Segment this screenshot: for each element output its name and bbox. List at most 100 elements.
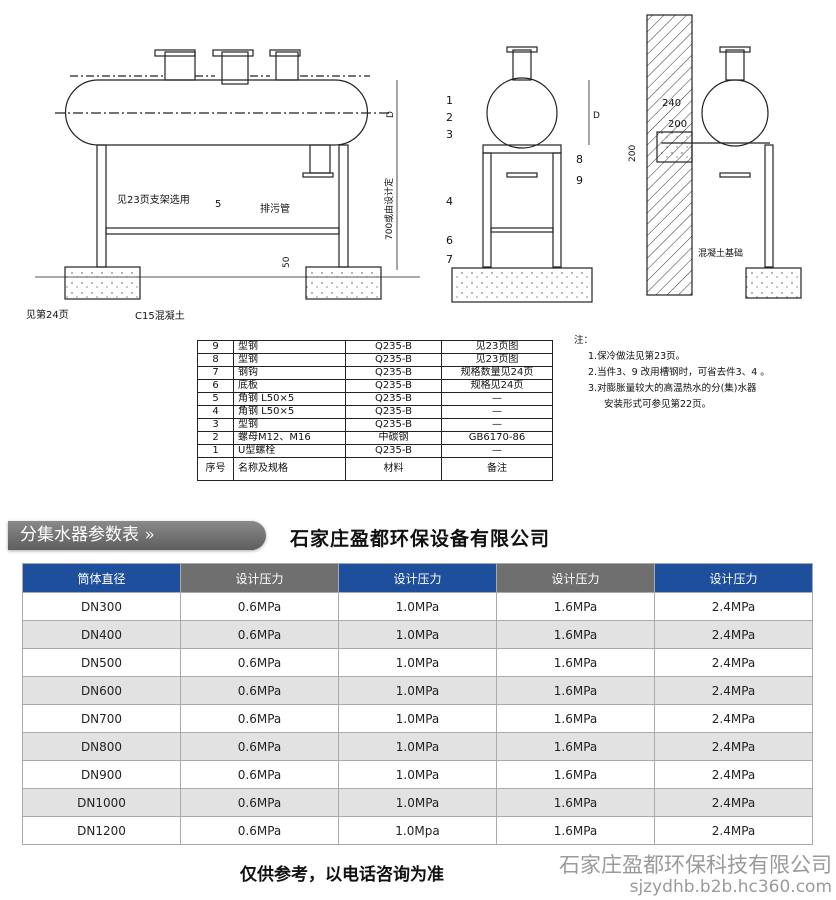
side-view: D 1 2 3 4 6 7 8 9 bbox=[446, 46, 600, 303]
label-d: D bbox=[386, 111, 396, 118]
parts-cell-material: Q235-B bbox=[345, 392, 442, 406]
label-see24: 见第24页 bbox=[26, 308, 69, 321]
spec-cell: 0.6MPa bbox=[180, 592, 339, 621]
parts-cell-no: 序号 bbox=[197, 457, 234, 481]
spec-cell: 0.6MPa bbox=[180, 704, 339, 733]
parts-cell-material: Q235-B bbox=[345, 353, 442, 367]
label-concrete: C15混凝土 bbox=[135, 309, 185, 322]
spec-cell: 1.0Mpa bbox=[338, 816, 497, 845]
side-label-d: D bbox=[593, 111, 600, 121]
spec-cell: 0.6MPa bbox=[180, 620, 339, 649]
spec-cell: DN1000 bbox=[22, 788, 181, 817]
parts-cell-name: 型钢 bbox=[233, 340, 346, 354]
label-support: 见23页支架选用 bbox=[117, 193, 190, 206]
spec-cell: DN500 bbox=[22, 648, 181, 677]
spec-cell: 2.4MPa bbox=[654, 648, 813, 677]
parts-cell-note: 备注 bbox=[441, 457, 553, 481]
spec-cell: 1.0MPa bbox=[338, 704, 497, 733]
callout-1: 1 bbox=[446, 94, 453, 107]
spec-header-cell: 设计压力 bbox=[496, 563, 655, 593]
watermark-url: sjzydhb.b2b.hc360.com bbox=[629, 877, 832, 897]
parts-row: 序号名称及规格材料备注 bbox=[197, 457, 553, 481]
spec-cell: 2.4MPa bbox=[654, 732, 813, 761]
notes-title: 注： bbox=[574, 335, 594, 346]
parts-cell-material: 材料 bbox=[345, 457, 442, 481]
company-name: 石家庄盈都环保设备有限公司 bbox=[290, 528, 551, 550]
spec-cell: DN900 bbox=[22, 760, 181, 789]
spec-cell: 2.4MPa bbox=[654, 704, 813, 733]
parts-cell-note: GB6170-86 bbox=[441, 431, 553, 445]
callout-6: 6 bbox=[446, 234, 453, 247]
parts-cell-no: 4 bbox=[197, 405, 234, 419]
spec-cell: 1.6MPa bbox=[496, 620, 655, 649]
parts-cell-name: 螺母M12、M16 bbox=[233, 431, 346, 445]
spec-cell: 1.6MPa bbox=[496, 760, 655, 789]
label-height: 700或由设计定 bbox=[383, 178, 395, 240]
spec-cell: 1.0MPa bbox=[338, 760, 497, 789]
parts-cell-name: U型螺栓 bbox=[233, 444, 346, 458]
spec-cell: 1.0MPa bbox=[338, 592, 497, 621]
spec-cell: 0.6MPa bbox=[180, 788, 339, 817]
parts-cell-no: 1 bbox=[197, 444, 234, 458]
spec-cell: 1.6MPa bbox=[496, 816, 655, 845]
front-view: 见23页支架选用 5 排污管 700或由设计定 50 D 见第24页 C15混凝… bbox=[26, 49, 420, 322]
spec-cell: 2.4MPa bbox=[654, 676, 813, 705]
spec-header-cell: 设计压力 bbox=[338, 563, 497, 593]
watermark-company: 石家庄盈都环保科技有限公司 bbox=[559, 853, 832, 877]
spec-cell: 1.0MPa bbox=[338, 620, 497, 649]
spec-cell: 1.0MPa bbox=[338, 676, 497, 705]
spec-cell: 2.4MPa bbox=[654, 620, 813, 649]
spec-cell: 1.0MPa bbox=[338, 788, 497, 817]
parts-cell-material: Q235-B bbox=[345, 405, 442, 419]
spec-cell: 1.0MPa bbox=[338, 732, 497, 761]
spec-cell: 0.6MPa bbox=[180, 816, 339, 845]
spec-cell: DN1200 bbox=[22, 816, 181, 845]
spec-cell: 2.4MPa bbox=[654, 788, 813, 817]
parts-cell-note: — bbox=[441, 418, 553, 432]
watermark: 石家庄盈都环保科技有限公司 sjzydhb.b2b.hc360.com bbox=[559, 853, 832, 897]
parts-cell-note: — bbox=[441, 405, 553, 419]
spec-cell: 1.6MPa bbox=[496, 648, 655, 677]
spec-cell: 1.0MPa bbox=[338, 648, 497, 677]
parts-cell-name: 角钢 L50×5 bbox=[233, 405, 346, 419]
notes: 注： 1.保冷做法见第23页。 2.当件3、9 改用槽钢时，可省去件3、4 。 … bbox=[574, 333, 770, 413]
parts-cell-no: 7 bbox=[197, 366, 234, 380]
spec-cell: 1.6MPa bbox=[496, 676, 655, 705]
spec-cell: 1.6MPa bbox=[496, 788, 655, 817]
spec-cell: DN300 bbox=[22, 592, 181, 621]
callout-2: 2 bbox=[446, 111, 453, 124]
note-item: 2.当件3、9 改用槽钢时，可省去件3、4 。 bbox=[588, 367, 770, 378]
parts-cell-material: Q235-B bbox=[345, 379, 442, 393]
parts-cell-name: 底板 bbox=[233, 379, 346, 393]
spec-cell: 1.6MPa bbox=[496, 592, 655, 621]
spec-cell: 1.6MPa bbox=[496, 732, 655, 761]
spec-header-cell: 设计压力 bbox=[654, 563, 813, 593]
callout-4: 4 bbox=[446, 195, 453, 208]
parts-cell-note: 规格数量见24页 bbox=[441, 366, 553, 380]
callout-9: 9 bbox=[576, 174, 583, 187]
footer-note: 仅供参考，以电话咨询为准 bbox=[240, 865, 444, 885]
spec-cell: 2.4MPa bbox=[654, 760, 813, 789]
dim-240: 240 bbox=[662, 98, 681, 109]
parts-cell-material: Q235-B bbox=[345, 366, 442, 380]
spec-cell: 0.6MPa bbox=[180, 648, 339, 677]
callout-3: 3 bbox=[446, 128, 453, 141]
parts-cell-material: Q235-B bbox=[345, 340, 442, 354]
spec-cell: 0.6MPa bbox=[180, 676, 339, 705]
